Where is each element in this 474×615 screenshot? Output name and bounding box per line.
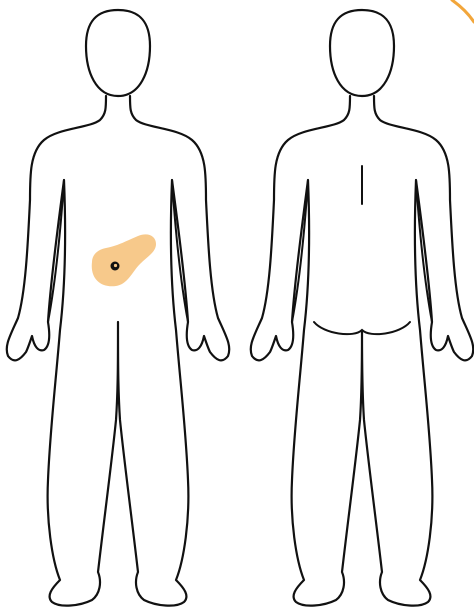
back-head — [330, 10, 394, 96]
front-head — [86, 10, 150, 96]
back-figure[interactable] — [251, 10, 474, 606]
front-body-outline — [7, 96, 230, 606]
front-figure[interactable] — [7, 10, 230, 606]
marker-center-inner — [114, 264, 117, 267]
abdomen-marker[interactable] — [92, 234, 156, 286]
corner-accent — [452, 0, 474, 22]
